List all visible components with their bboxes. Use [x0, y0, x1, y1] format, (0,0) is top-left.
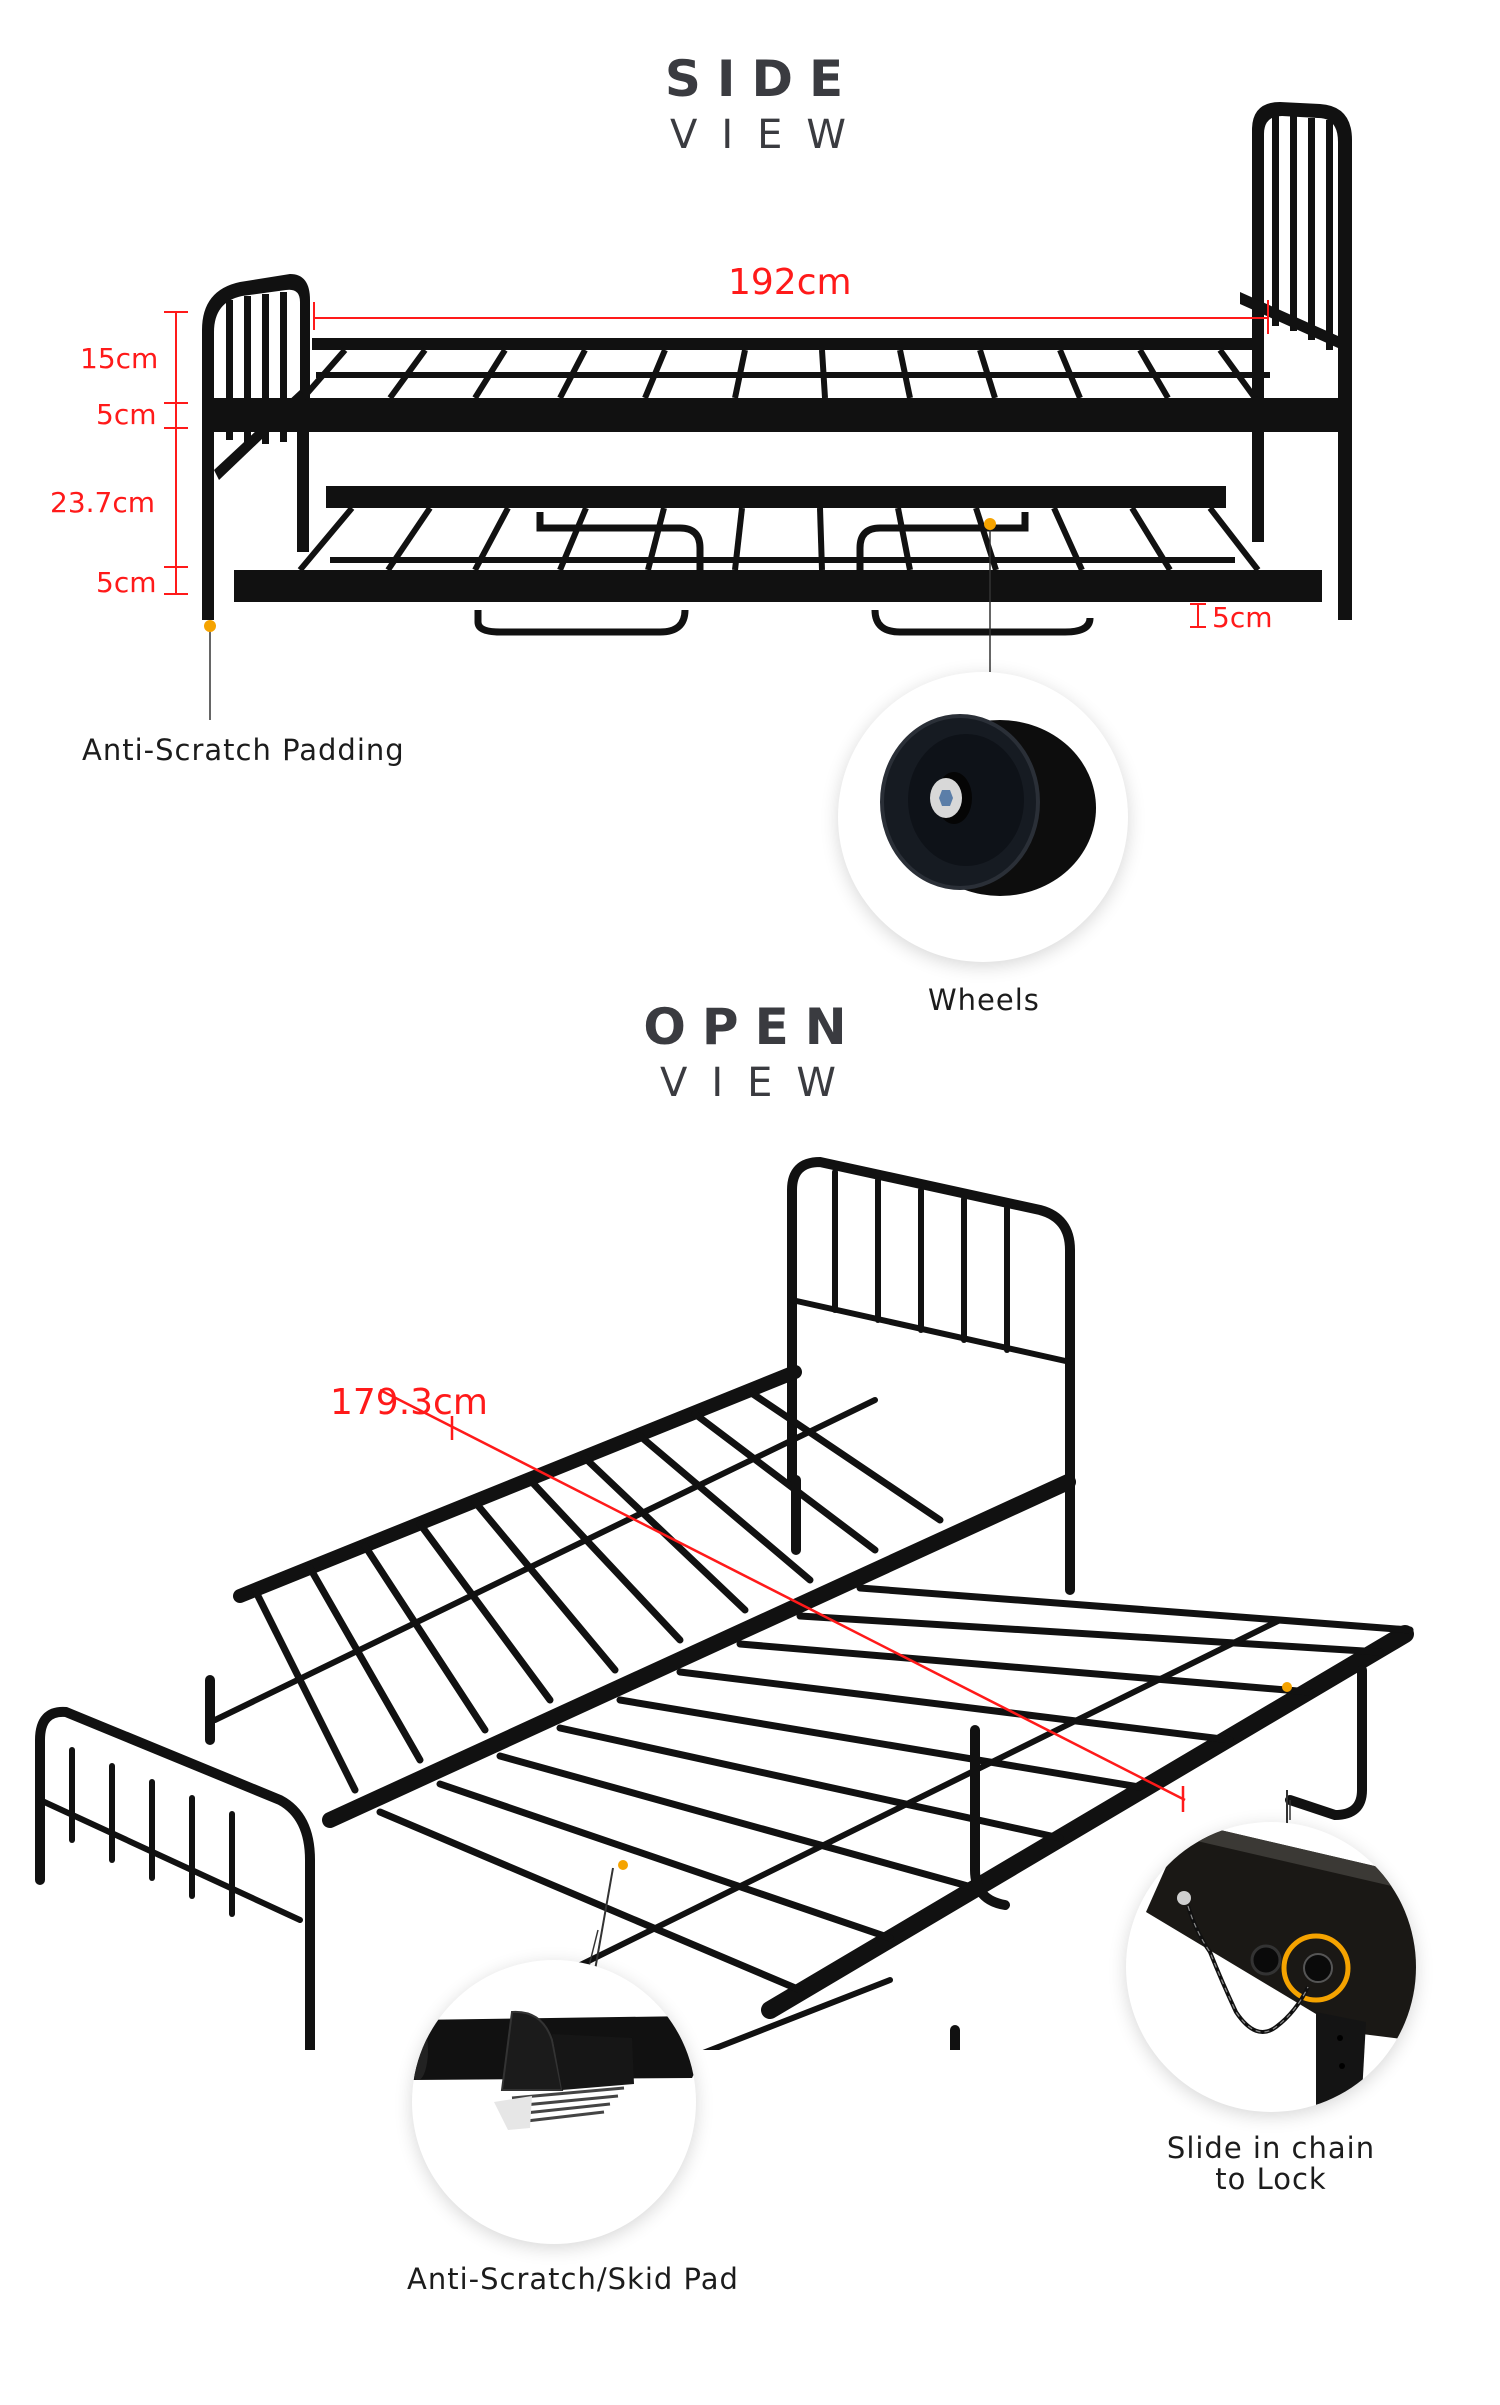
- chain-lock-icon: [1146, 1822, 1416, 2112]
- dimension-width-179-3: 179.3cm: [330, 1382, 488, 1423]
- side-view-subtitle: VIEW: [670, 112, 870, 158]
- skid-pad-callout-dot: [618, 1860, 628, 1870]
- skid-pad-detail-circle: [412, 1960, 696, 2244]
- open-bed-frame-icon: [35, 1156, 1414, 2050]
- wheel-detail-circle: [838, 672, 1128, 962]
- side-view-illustration: [0, 0, 1500, 980]
- callout-anti-scratch-padding: Anti-Scratch Padding: [82, 733, 405, 767]
- callout-wheels: Wheels: [928, 983, 1040, 1017]
- skid-pad-icon: [412, 2010, 696, 2130]
- dimension-trundle-rail-5: 5cm: [96, 566, 157, 599]
- callout-chain-lock: Slide in chain to Lock: [1131, 2133, 1411, 2195]
- open-view-title: OPEN: [643, 998, 863, 1056]
- callout-chain-lock-line2: to Lock: [1215, 2162, 1327, 2196]
- callout-chain-lock-line1: Slide in chain: [1166, 2131, 1376, 2165]
- chain-lock-detail-circle: [1126, 1822, 1416, 2112]
- padding-callout-dot: [204, 620, 216, 632]
- open-view-illustration: [0, 1100, 1500, 2050]
- wheel-icon: [880, 714, 1096, 896]
- dimension-wheel-5: 5cm: [1212, 601, 1273, 634]
- chain-lock-callout-dot: [1282, 1682, 1292, 1692]
- dimension-clearance-23-7: 23.7cm: [50, 486, 156, 519]
- side-view-title: SIDE: [664, 50, 860, 108]
- open-view-subtitle: VIEW: [660, 1060, 860, 1106]
- callout-anti-scratch-skid-pad: Anti-Scratch/Skid Pad: [407, 2262, 739, 2296]
- side-bed-frame-icon: [164, 102, 1352, 720]
- dimension-length-192: 192cm: [728, 262, 852, 303]
- wheel-callout-dot: [984, 518, 996, 530]
- dimension-headboard-15: 15cm: [80, 342, 159, 375]
- dimension-rail-5: 5cm: [96, 398, 157, 431]
